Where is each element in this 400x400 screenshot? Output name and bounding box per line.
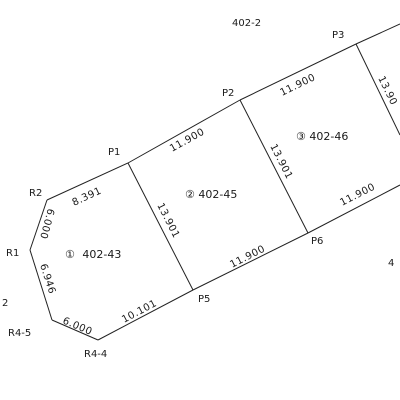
lot-46-id: 402-46 <box>309 130 348 143</box>
boundary-p6-right <box>307 184 400 234</box>
dim-p5-p6: 11.900 <box>228 244 267 271</box>
dim-r4-4-p5: 10.101 <box>120 298 159 326</box>
boundary-r4-4-p5 <box>97 289 194 341</box>
dim-r2-r1: 6.000 <box>37 207 56 240</box>
top-partial-label: 402-2 <box>232 18 261 29</box>
boundary-r4-5-r4-4 <box>51 319 99 341</box>
lot-43-marker: ① <box>65 248 75 261</box>
boundary-r2-r1 <box>29 199 48 251</box>
right-partial-label: 4 <box>388 258 394 269</box>
point-p5: P5 <box>198 294 210 305</box>
dim-r1-r4-5: 6.946 <box>37 263 57 296</box>
boundary-p5-p6 <box>192 232 309 291</box>
dim-p6-right: 11.900 <box>338 182 377 209</box>
division-p1-p5 <box>127 162 194 291</box>
boundary-r1-r4-5 <box>29 249 53 321</box>
dim-r2-p1: 8.391 <box>71 186 104 209</box>
left-partial-label: 2 <box>2 298 8 309</box>
point-p6: P6 <box>311 236 323 247</box>
boundary-p2-p3 <box>239 43 357 101</box>
division-p3-right <box>355 43 400 136</box>
point-p1: P1 <box>108 147 120 158</box>
lot-402-46: ③ 402-46 <box>296 130 348 143</box>
dim-p1-p2: 11.900 <box>168 127 207 155</box>
dim-p1-p5: 13.901 <box>154 201 181 240</box>
boundary-p3-top-right <box>355 23 400 45</box>
point-p3: P3 <box>332 30 344 41</box>
boundary-p1-p2 <box>127 99 241 164</box>
point-p2: P2 <box>222 88 234 99</box>
dim-r4-5-r4-4: 6.000 <box>61 316 94 338</box>
dim-p2-p3: 11.900 <box>278 72 317 99</box>
lot-402-43: ① 402-43 <box>65 248 121 261</box>
point-r1: R1 <box>6 248 19 259</box>
lot-402-45: ② 402-45 <box>185 188 237 201</box>
lot-43-id: 402-43 <box>82 248 121 261</box>
boundary-r2-p1 <box>46 162 129 201</box>
division-p2-p6 <box>239 99 309 234</box>
point-r4-5: R4-5 <box>8 328 31 339</box>
lot-46-marker: ③ <box>296 130 306 143</box>
lot-45-marker: ② <box>185 188 195 201</box>
point-r2: R2 <box>29 188 42 199</box>
point-r4-4: R4-4 <box>84 349 107 360</box>
lot-45-id: 402-45 <box>198 188 237 201</box>
